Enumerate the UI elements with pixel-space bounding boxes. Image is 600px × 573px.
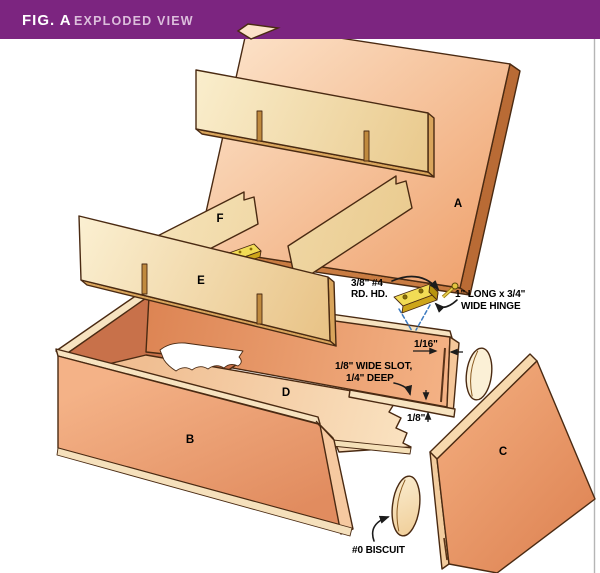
figure-label: FIG. A (22, 12, 72, 29)
hinge-leader-line-1 (398, 308, 413, 332)
hinge-callout (393, 282, 459, 332)
hinge-hole-2 (418, 288, 424, 294)
edge-gap-note: 1/16" (414, 339, 438, 350)
bottom-lip-edge (348, 389, 456, 418)
slot-note-line1: 1/8" WIDE SLOT, (335, 361, 412, 372)
part-label-c: C (499, 446, 507, 458)
divider-long-top (195, 69, 435, 178)
hinge-hole-1 (402, 294, 408, 300)
biscuit-bottom-edge-line (396, 479, 406, 532)
screw-shaft (442, 287, 454, 298)
bottom-reveal-note: 1/8" (407, 413, 426, 424)
slot-note-line2: 1/4" DEEP (346, 373, 394, 384)
back-wall-slot-groove (440, 347, 446, 403)
hinge-leader-line-2 (415, 304, 431, 331)
box-front-b-bevel-line (315, 420, 333, 438)
part-label-f: F (216, 213, 223, 225)
biscuit-arrow (371, 515, 390, 542)
biscuit-bottom-body (391, 475, 421, 537)
panel-a-top-corner (236, 23, 281, 40)
part-label-a: A (454, 198, 462, 210)
biscuit-top-body (465, 347, 493, 401)
divider-e-slot-2 (256, 293, 263, 325)
biscuit-note: #0 BISCUIT (352, 545, 405, 556)
divider-top-slot-1 (256, 110, 263, 142)
biscuit-bottom (391, 475, 421, 537)
panel-c: C (429, 353, 596, 573)
biscuit-top (465, 347, 493, 401)
box-front-b-top-edge (55, 348, 321, 425)
divider-top-face (195, 69, 429, 173)
divider-e-face (78, 215, 331, 342)
divider-e-slot-1 (141, 263, 148, 295)
screw-head (451, 282, 459, 290)
annotations: 3/8" #4 RD. HD. 1" LONG x 3/4" WIDE HING… (335, 275, 526, 556)
biscuit-top-edge-line (470, 350, 479, 397)
part-label-b: B (186, 434, 194, 446)
panel-c-groove (443, 537, 448, 561)
hinge-note-line2: WIDE HINGE (461, 301, 521, 312)
panel-c-face (436, 360, 596, 573)
header-band (0, 0, 600, 39)
box-tray: B D (55, 287, 460, 537)
slot-arrow (393, 382, 413, 396)
hinge-arrow (434, 299, 458, 313)
screw-note-line2: RD. HD. (351, 289, 388, 300)
part-label-d: D (282, 387, 290, 399)
hinge-small-hole-1 (238, 250, 242, 254)
divider-top-end-edge (427, 112, 435, 178)
divider-top-slot-2 (363, 130, 370, 162)
part-label-e: E (197, 275, 205, 287)
screw-arrow (391, 275, 440, 291)
bottom-cutaway-tear (159, 342, 244, 372)
box-front-b-bottom-lip (56, 447, 353, 537)
screw-note-line1: 3/8" #4 (351, 278, 383, 289)
hinge-note-line1: 1" LONG x 3/4" (455, 289, 526, 300)
figure-title: EXPLODED VIEW (74, 14, 194, 28)
hinge-small-hole-2 (249, 247, 253, 251)
divider-e: E (78, 215, 337, 347)
